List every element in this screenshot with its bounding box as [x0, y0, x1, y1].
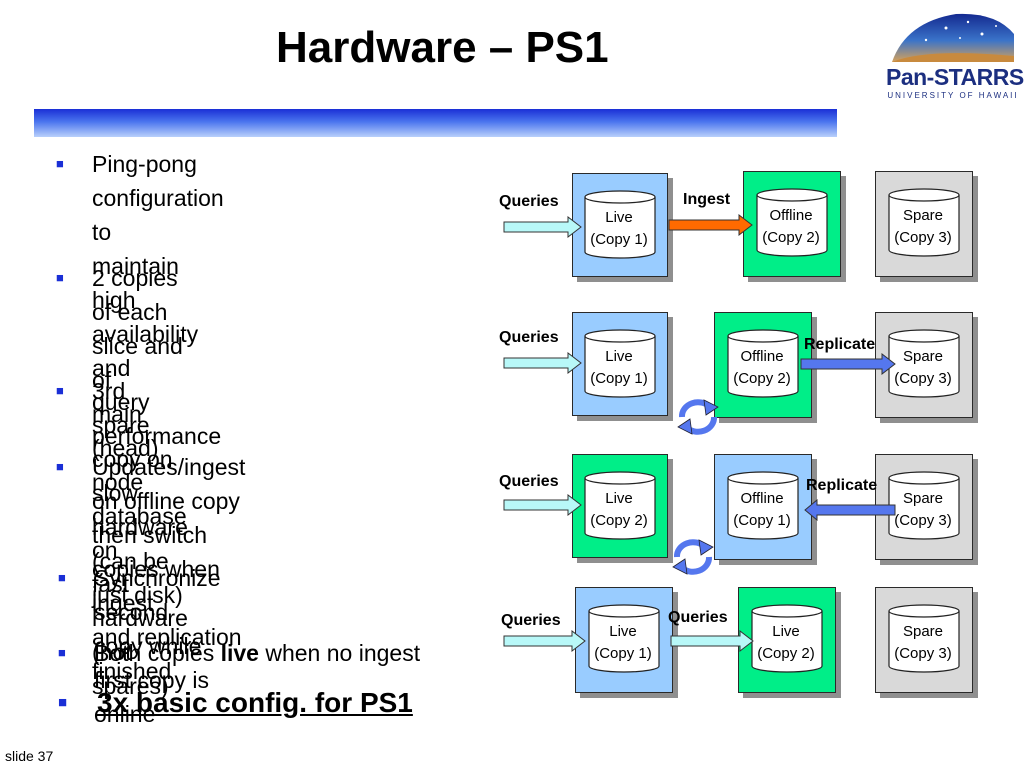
- flow-label: Queries: [499, 193, 559, 210]
- database-cylinder-icon: [756, 188, 828, 257]
- flow-label: Queries: [499, 329, 559, 346]
- bullet-text-end: when no ingest: [258, 640, 421, 666]
- arrow-right-icon: [668, 214, 753, 236]
- swap-cycle-icon: [672, 539, 714, 575]
- flow-label: Ingest: [683, 191, 731, 208]
- bullet-text-start: Both copies: [94, 640, 221, 666]
- flow-label: Replicate: [806, 477, 878, 494]
- node-role-label: Live: [609, 623, 637, 640]
- flow-label: Queries: [668, 609, 728, 626]
- arrow-right-icon: [800, 353, 896, 375]
- bullet-text-bold: live: [220, 640, 259, 666]
- node-role-label: Spare: [902, 490, 944, 507]
- arrow-right-icon: [503, 216, 582, 238]
- node-role-label: Live: [605, 348, 633, 365]
- database-cylinder-icon: [888, 188, 960, 257]
- bullet-square-icon: ■: [56, 383, 64, 398]
- node-copy-label: (Copy 2): [590, 512, 648, 529]
- slide-number: slide 37: [5, 748, 54, 764]
- arrow-right-icon: [503, 630, 586, 652]
- database-cylinder-icon: [727, 329, 799, 398]
- summary-bullet: 3x basic config. for PS1: [97, 687, 413, 718]
- database-cylinder-icon: [727, 471, 799, 540]
- flow-label: Queries: [501, 612, 561, 629]
- flow-label: Queries: [499, 473, 559, 490]
- node-copy-label: (Copy 3): [894, 370, 952, 387]
- node-role-label: Spare: [902, 348, 944, 365]
- bullet-square-icon: ■: [58, 694, 68, 711]
- pan-starrs-logo: Pan-STARRS UNIVERSITY OF HAWAII: [886, 4, 1024, 104]
- bullet-item: Updates/ingest on offline copy then swit…: [92, 454, 246, 684]
- bullet-square-icon: ■: [56, 459, 64, 474]
- bullet-item: 3rd spare copy on slow hardware (can be …: [92, 378, 188, 608]
- bullet-item: Synchronize second copy while first copy…: [94, 565, 221, 727]
- node-copy-label: (Copy 2): [757, 645, 815, 662]
- node-copy-label: (Copy 1): [733, 512, 791, 529]
- arrow-right-icon: [670, 630, 754, 652]
- node-copy-label: (Copy 1): [590, 231, 648, 248]
- arrow-left-icon: [804, 499, 896, 521]
- bullet-square-icon: ■: [56, 156, 64, 171]
- title-underline-bar: [34, 109, 837, 137]
- node-copy-label: (Copy 3): [894, 229, 952, 246]
- node-role-label: Live: [605, 490, 633, 507]
- node-copy-label: (Copy 2): [762, 229, 820, 246]
- node-role-label: Spare: [902, 623, 944, 640]
- database-cylinder-icon: [888, 471, 960, 540]
- database-cylinder-icon: [888, 604, 960, 673]
- node-role-label: Offline: [769, 207, 813, 224]
- node-copy-label: (Copy 3): [894, 512, 952, 529]
- database-cylinder-icon: [751, 604, 823, 673]
- flow-label: Replicate: [804, 336, 876, 353]
- arrow-right-icon: [503, 352, 582, 374]
- bullet-square-icon: ■: [56, 270, 64, 285]
- bullet-item: Both copies live when no ingest: [94, 636, 420, 670]
- bullet-item: 2 copies of each slice and of main (head…: [92, 265, 188, 699]
- database-cylinder-icon: [588, 604, 660, 673]
- node-role-label: Offline: [740, 348, 784, 365]
- node-copy-label: (Copy 1): [590, 370, 648, 387]
- node-role-label: Spare: [902, 207, 944, 224]
- node-role-label: Offline: [740, 490, 784, 507]
- bullet-square-icon: ■: [58, 645, 66, 660]
- bullet-square-icon: ■: [58, 570, 66, 585]
- database-cylinder-icon: [584, 190, 656, 259]
- node-role-label: Live: [605, 209, 633, 226]
- database-cylinder-icon: [584, 471, 656, 540]
- node-copy-label: (Copy 1): [594, 645, 652, 662]
- database-cylinder-icon: [584, 329, 656, 398]
- bullet-item: Ping-pong configuration to maintain high…: [92, 151, 224, 449]
- logo-subtitle: UNIVERSITY OF HAWAII: [887, 91, 1019, 100]
- node-role-label: Live: [772, 623, 800, 640]
- database-cylinder-icon: [888, 329, 960, 398]
- node-copy-label: (Copy 3): [894, 645, 952, 662]
- node-copy-label: (Copy 2): [733, 370, 791, 387]
- swap-cycle-icon: [677, 399, 719, 435]
- slide-title: Hardware – PS1: [276, 23, 609, 72]
- arrow-right-icon: [503, 494, 582, 516]
- logo-wordmark: Pan-STARRS: [886, 64, 1024, 90]
